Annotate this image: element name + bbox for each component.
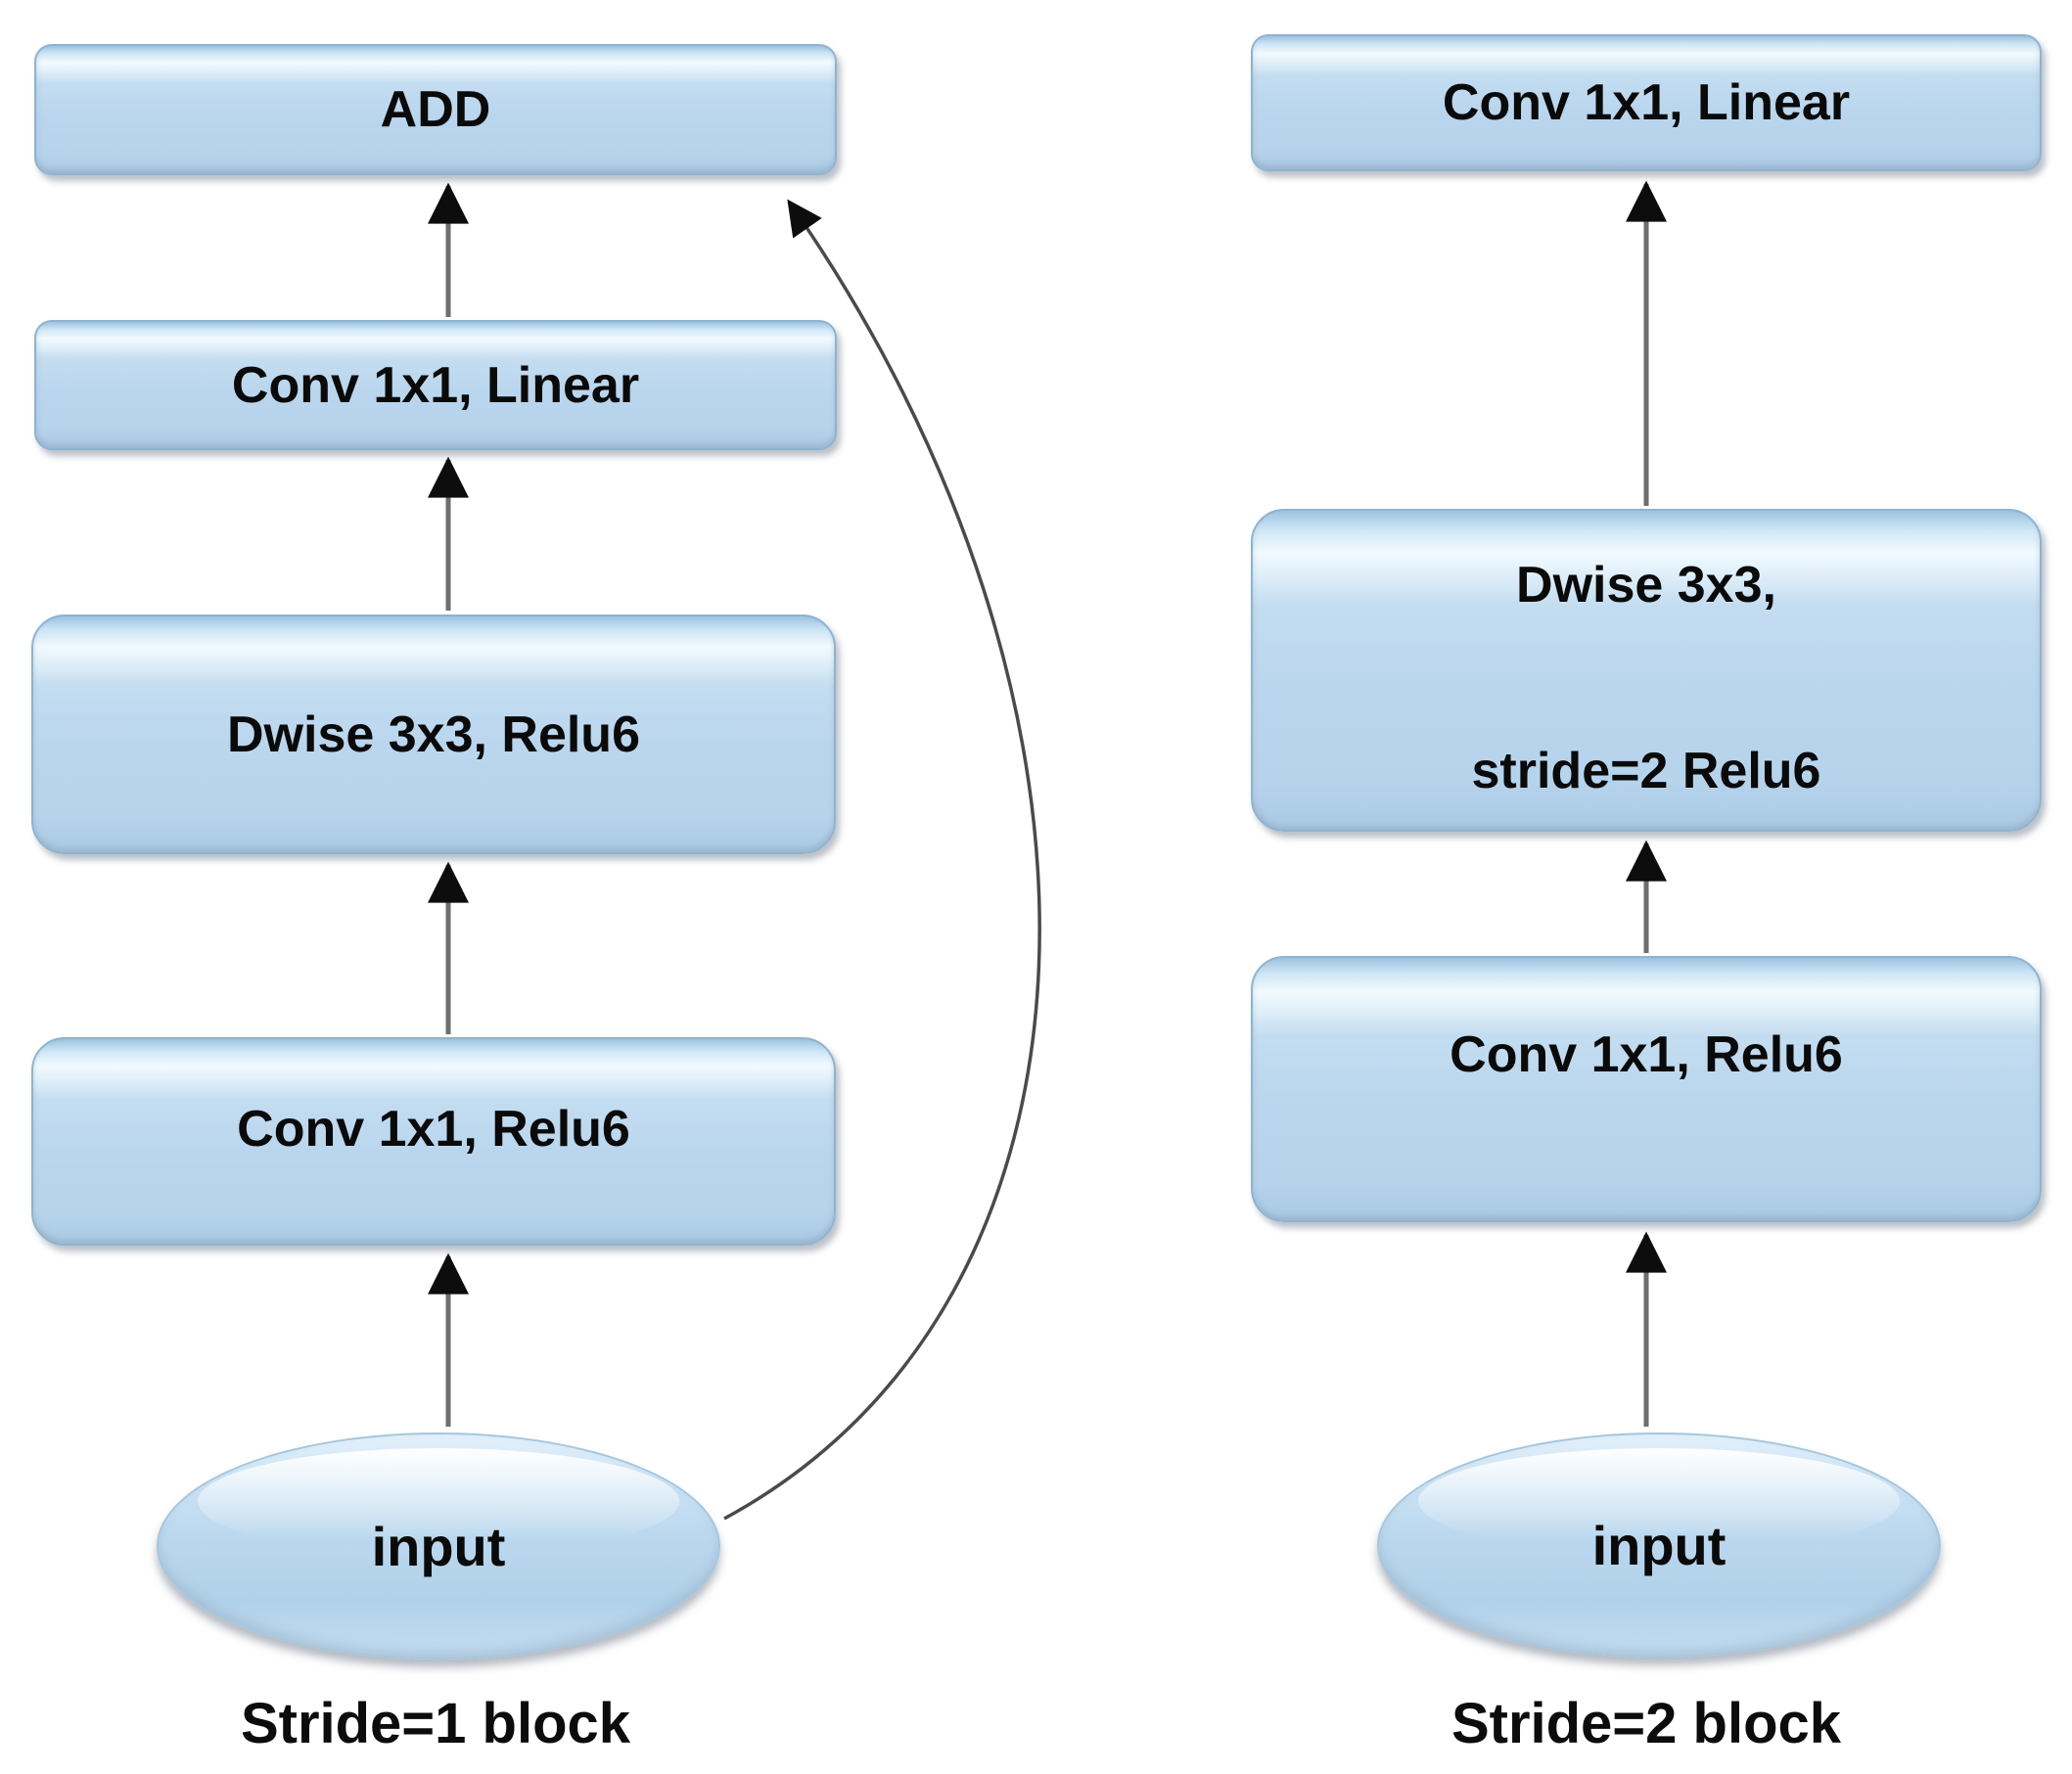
node-dwise-right-label-line1: Dwise 3x3, bbox=[1516, 557, 1776, 614]
node-conv-relu-right: Conv 1x1, Relu6 bbox=[1251, 956, 2042, 1222]
node-dwise-left-label: Dwise 3x3, Relu6 bbox=[227, 705, 640, 763]
node-conv-linear-left: Conv 1x1, Linear bbox=[34, 320, 837, 450]
node-input-left-label: input bbox=[371, 1515, 506, 1577]
node-dwise-right-label-line2: stride=2 Relu6 bbox=[1471, 743, 1821, 799]
node-input-right: input bbox=[1377, 1433, 1941, 1658]
node-add: ADD bbox=[34, 44, 837, 175]
node-conv-relu-right-label: Conv 1x1, Relu6 bbox=[1450, 1026, 1843, 1083]
caption-stride2: Stride=2 block bbox=[1450, 1692, 1842, 1755]
node-conv-linear-right-label: Conv 1x1, Linear bbox=[1442, 74, 1851, 131]
node-dwise-left: Dwise 3x3, Relu6 bbox=[31, 614, 836, 854]
node-dwise-right: Dwise 3x3, stride=2 Relu6 bbox=[1251, 509, 2042, 832]
node-input-left: input bbox=[157, 1433, 720, 1660]
node-conv-linear-left-label: Conv 1x1, Linear bbox=[231, 356, 640, 414]
caption-stride1: Stride=1 block bbox=[240, 1692, 631, 1755]
node-input-right-label: input bbox=[1591, 1514, 1727, 1576]
node-conv-linear-right: Conv 1x1, Linear bbox=[1251, 34, 2042, 171]
node-conv-relu-left: Conv 1x1, Relu6 bbox=[31, 1037, 836, 1246]
node-add-label: ADD bbox=[380, 81, 491, 138]
node-conv-relu-left-label: Conv 1x1, Relu6 bbox=[237, 1100, 630, 1158]
